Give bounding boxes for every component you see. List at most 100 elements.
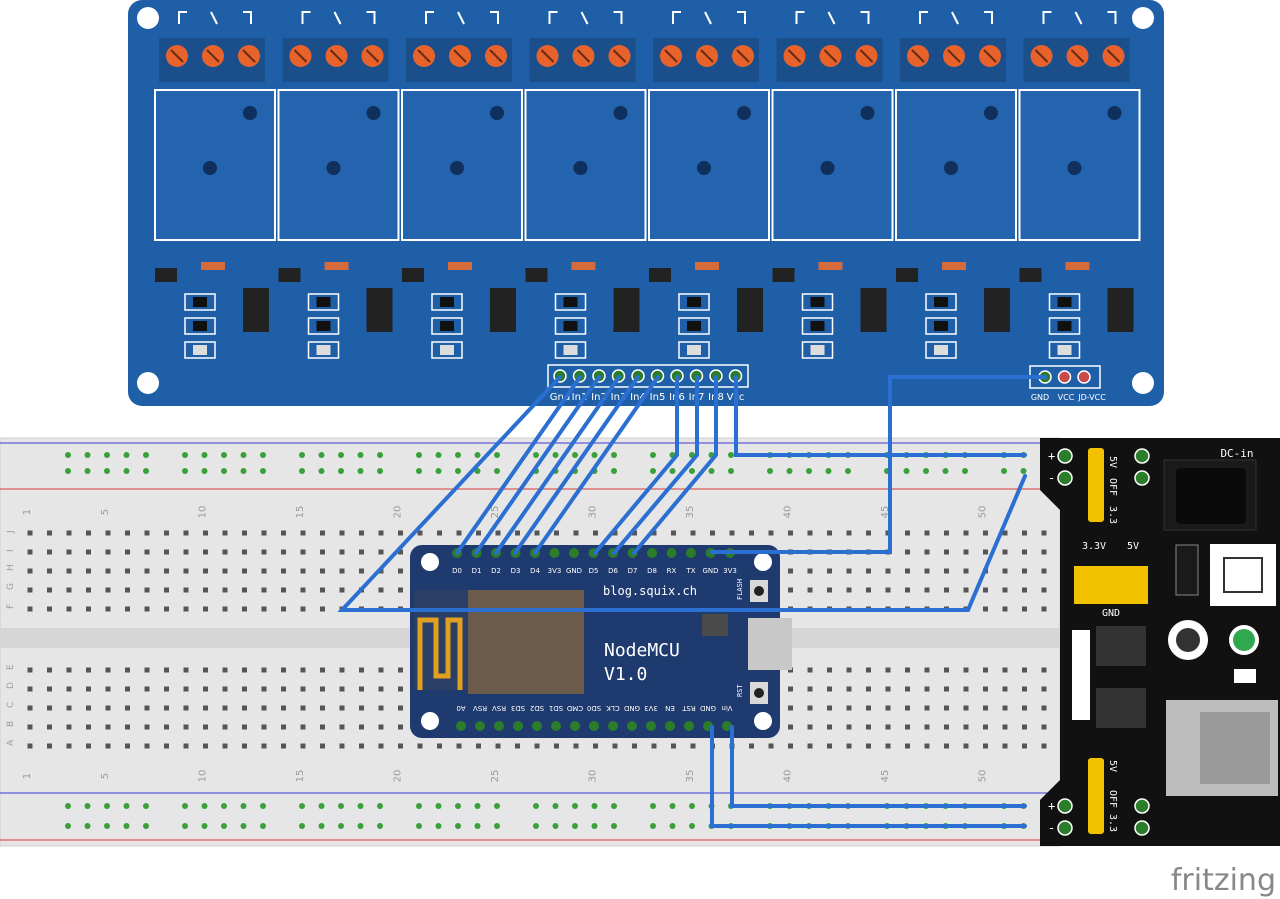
breadboard-hole	[261, 686, 267, 692]
breadboard-hole	[788, 724, 793, 730]
relay-power-label: JD-VCC	[1077, 393, 1106, 402]
breadboard-hole	[261, 568, 267, 574]
smd-part	[316, 321, 331, 331]
rail-hole	[942, 468, 949, 474]
nodemcu-top-pin-label: D4	[530, 567, 540, 575]
rail-hole	[260, 468, 266, 474]
nodemcu-bottom-pin-label: RSV	[473, 704, 487, 712]
rail-hole	[377, 823, 383, 829]
breadboard-hole	[398, 587, 403, 593]
breadboard-hole	[222, 568, 228, 574]
nodemcu-bottom-pin[interactable]	[684, 721, 694, 731]
breadboard-hole	[944, 724, 949, 730]
breadboard-hole	[125, 549, 130, 555]
breadboard-hole	[359, 743, 364, 749]
nodemcu-name-label: NodeMCU	[604, 640, 680, 661]
nodemcu-top-pin[interactable]	[569, 548, 579, 558]
nodemcu-bottom-pin[interactable]	[513, 721, 523, 731]
breadboard-hole	[125, 606, 130, 612]
breadboard-hole	[983, 667, 988, 673]
nodemcu-bottom-pin[interactable]	[608, 721, 618, 731]
relay-channel	[895, 11, 1017, 359]
com-symbol	[457, 11, 465, 25]
breadboard-hole	[320, 686, 325, 692]
breadboard-hole	[281, 606, 286, 612]
nodemcu-top-pin[interactable]	[666, 548, 677, 558]
breadboard-hole	[144, 606, 150, 612]
breadboard-hole	[1022, 743, 1027, 749]
nodemcu-bottom-pin-label: SD0	[587, 704, 601, 712]
breadboard-hole	[203, 667, 208, 673]
nc-symbol	[548, 11, 558, 24]
nodemcu-bottom-pin[interactable]	[589, 721, 599, 731]
column-number: 25	[490, 506, 501, 519]
smd-part	[687, 345, 701, 355]
breadboard-hole	[437, 530, 442, 536]
relay-body	[771, 89, 894, 241]
jumper-wire	[455, 375, 582, 555]
screw-slot	[1034, 49, 1049, 63]
nodemcu-top-pin-label: D8	[647, 567, 657, 575]
nodemcu-bottom-pin[interactable]	[532, 721, 542, 731]
breadboard-hole	[378, 530, 384, 536]
breadboard-hole	[47, 686, 52, 692]
nodemcu-bottom-pin[interactable]	[627, 721, 637, 731]
nodemcu-bottom-pin[interactable]	[475, 721, 485, 731]
relay-power-pin[interactable]	[1057, 370, 1072, 384]
breadboard-hole	[66, 743, 72, 749]
nodemcu-bottom-pin[interactable]	[722, 721, 732, 731]
breadboard-hole	[807, 530, 813, 536]
nodemcu-bottom-pin[interactable]	[551, 721, 561, 731]
breadboard-hole	[203, 724, 208, 730]
screw-slot	[983, 49, 997, 63]
nodemcu-bottom-pin-label: GND	[700, 704, 716, 712]
breadboard-hole	[827, 568, 832, 574]
breadboard-hole	[1041, 724, 1047, 730]
bottom-voltage-jumper[interactable]	[1088, 758, 1104, 834]
nodemcu-top-pin[interactable]	[647, 548, 657, 558]
rail-hole	[260, 803, 266, 809]
nodemcu-top-pin[interactable]	[549, 548, 560, 558]
nodemcu-top-pin[interactable]	[686, 548, 696, 558]
select-jumper-block[interactable]	[1074, 566, 1148, 604]
nodemcu-bottom-pin-label: SD3	[511, 704, 525, 712]
breadboard-hole	[27, 667, 33, 673]
breadboard-hole	[573, 530, 579, 536]
rail-hole	[416, 452, 422, 458]
breadboard-hole	[300, 743, 306, 749]
breadboard-hole	[1002, 549, 1008, 555]
rail-hole	[650, 803, 656, 809]
nodemcu-bottom-pin[interactable]	[494, 721, 504, 731]
screw-slot	[540, 49, 555, 63]
breadboard-hole	[164, 606, 169, 612]
relay-power-pin[interactable]	[1077, 370, 1091, 384]
breadboard-hole	[378, 667, 384, 673]
nodemcu-bottom-pin[interactable]	[570, 721, 580, 731]
top-voltage-jumper[interactable]	[1088, 448, 1104, 522]
breadboard-hole	[125, 530, 130, 536]
bottom-rail-plus-label: +	[1048, 799, 1055, 813]
breadboard-hole	[885, 705, 891, 711]
smd-pad	[307, 317, 340, 335]
breadboard-hole	[495, 530, 501, 536]
breadboard-hole	[398, 705, 403, 711]
breadboard-hole	[1002, 530, 1008, 536]
nodemcu-bottom-pin-label: A0	[456, 704, 465, 712]
breadboard-hole	[203, 568, 208, 574]
column-number: 1	[22, 509, 33, 515]
breadboard-hole	[651, 743, 657, 749]
breadboard-hole	[807, 568, 813, 574]
nodemcu-bottom-pin[interactable]	[665, 721, 675, 731]
rail-hole	[338, 468, 344, 474]
rail-hole	[65, 452, 71, 458]
nodemcu-bottom-pin[interactable]	[456, 721, 466, 731]
nodemcu-bottom-pin[interactable]	[646, 721, 656, 731]
screw-slot	[664, 49, 678, 63]
breadboard-hole	[749, 743, 754, 749]
breadboard-hole	[222, 587, 228, 593]
breadboard-hole	[320, 587, 325, 593]
breadboard-hole	[203, 743, 208, 749]
transistor	[155, 268, 177, 282]
breadboard-hole	[924, 686, 930, 692]
optocoupler	[860, 288, 887, 332]
